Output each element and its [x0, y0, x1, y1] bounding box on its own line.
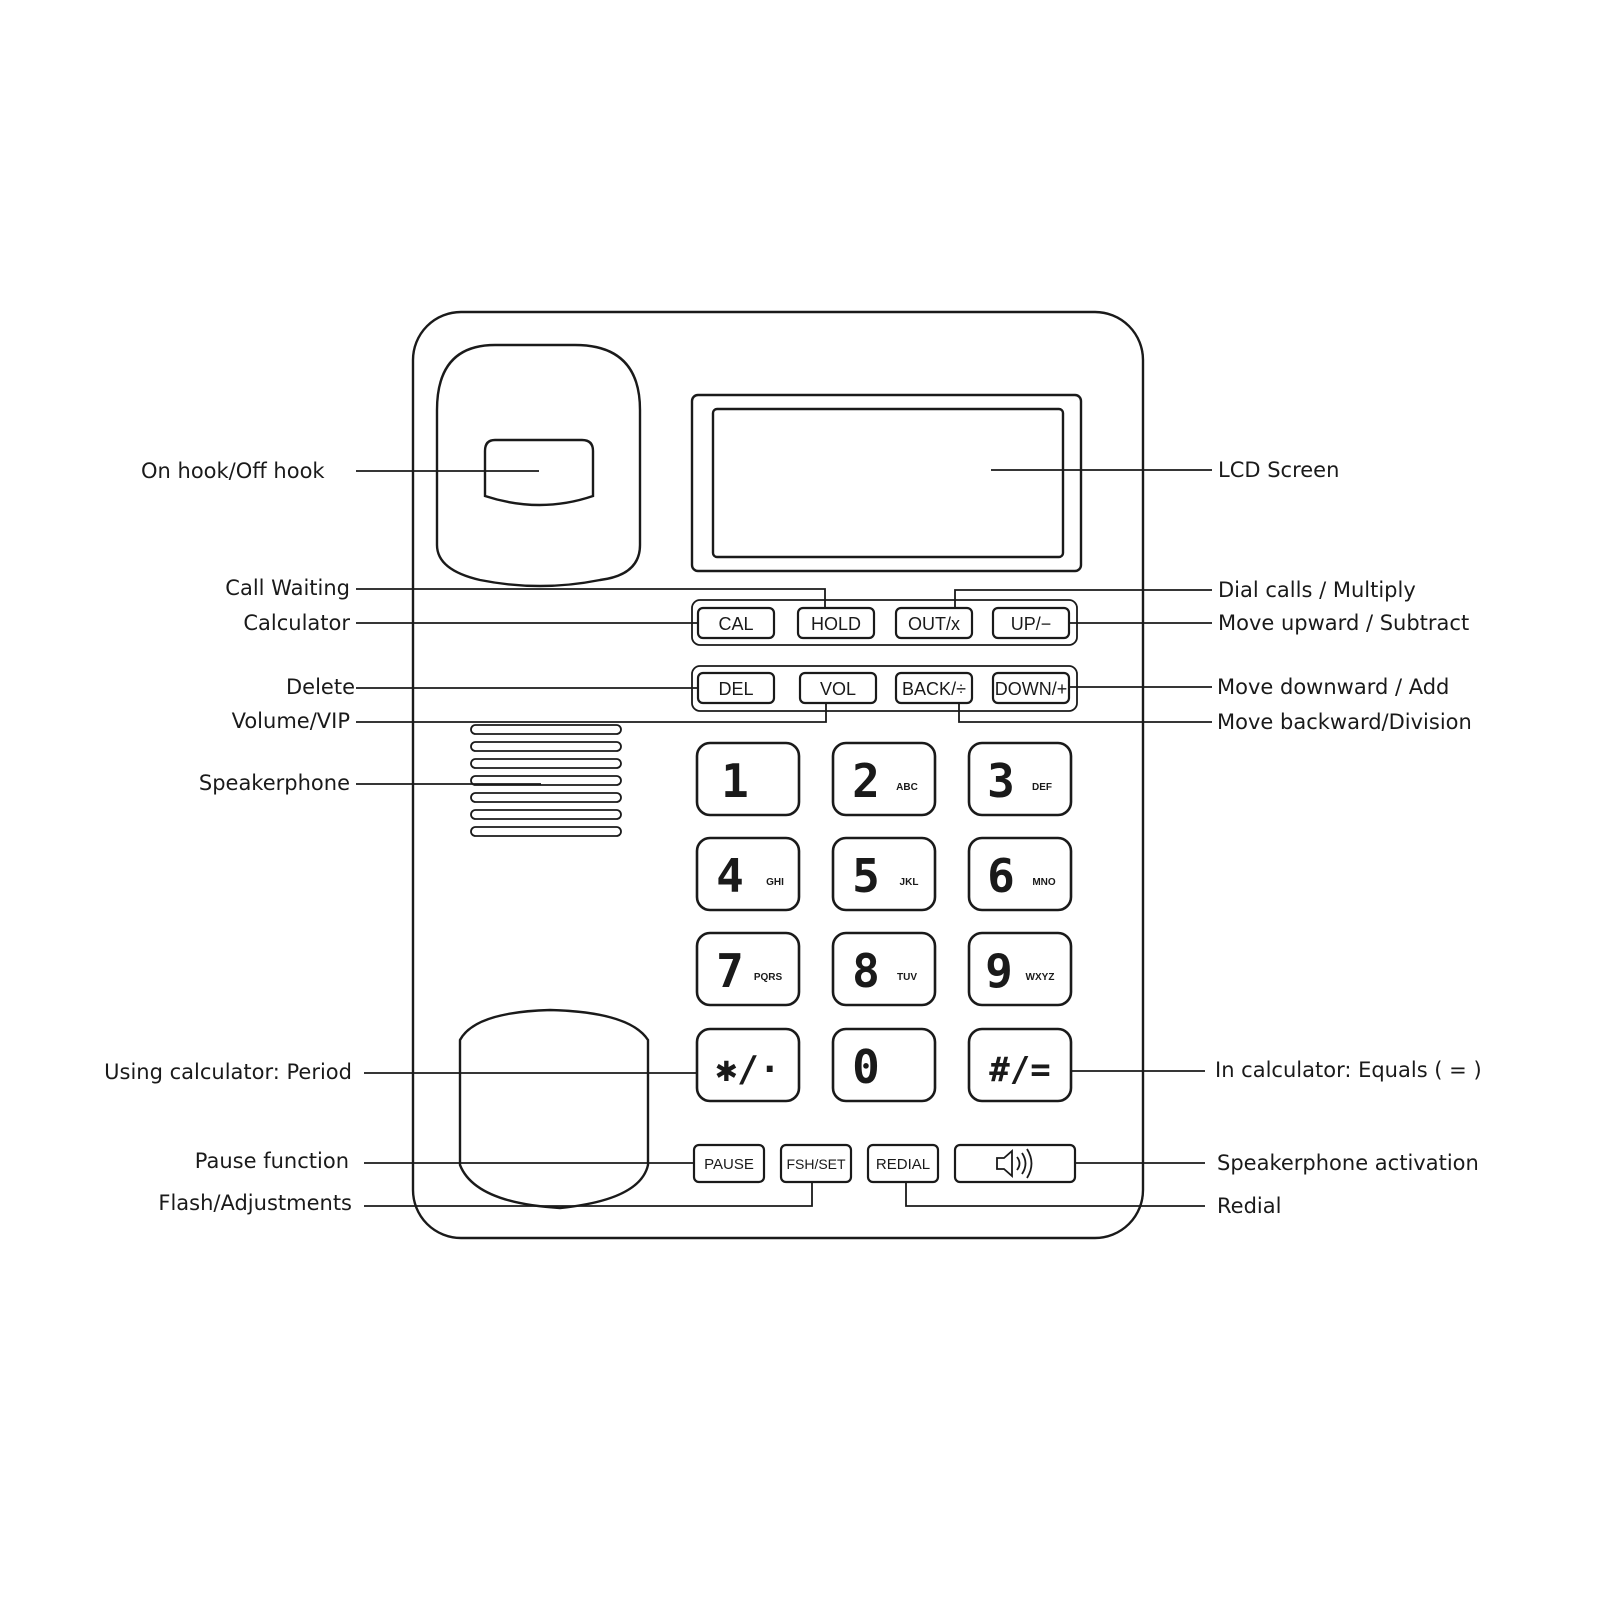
cal-button[interactable]: CAL: [696, 606, 776, 640]
callout-delete: Delete: [286, 675, 355, 699]
out-multiply-button[interactable]: OUT/x: [894, 606, 974, 640]
key-9-digit: 9: [985, 944, 1013, 998]
del-button-label: DEL: [718, 679, 753, 699]
key-7-letters: PQRS: [754, 972, 783, 983]
vol-button-label: VOL: [820, 679, 856, 699]
key-3-letters: DEF: [1032, 782, 1052, 793]
key-8-digit: 8: [852, 944, 880, 998]
up-subtract-button[interactable]: UP/−: [991, 606, 1071, 640]
key-2-digit: 2: [852, 754, 880, 808]
del-button[interactable]: DEL: [696, 671, 776, 705]
lcd-frame: [690, 393, 1083, 573]
cal-button-label: CAL: [718, 614, 753, 634]
callout-hook: On hook/Off hook: [141, 459, 325, 483]
key-2-letters: ABC: [896, 782, 918, 793]
hook-switch[interactable]: [483, 438, 595, 507]
callout-pause: Pause function: [195, 1149, 349, 1173]
key-6[interactable]: 6 MNO: [967, 836, 1073, 912]
callout-period: Using calculator: Period: [104, 1060, 352, 1084]
key-8-letters: TUV: [897, 972, 917, 983]
key-4-letters: GHI: [766, 877, 784, 888]
callout-calculator: Calculator: [243, 611, 350, 635]
callout-redial: Redial: [1217, 1194, 1281, 1218]
key-5-letters: JKL: [900, 877, 919, 888]
key-9[interactable]: 9 WXYZ: [967, 931, 1073, 1007]
lcd-screen: [711, 407, 1065, 559]
callout-lcd: LCD Screen: [1218, 458, 1339, 482]
redial-button-label: REDIAL: [876, 1156, 930, 1173]
back-division-button-label: BACK/÷: [902, 679, 966, 699]
speaker-volume-icon: [996, 1148, 1033, 1179]
key-hash-equals[interactable]: #/=: [967, 1027, 1073, 1103]
vol-button[interactable]: VOL: [798, 671, 878, 705]
key-7-digit: 7: [716, 944, 744, 998]
up-subtract-button-label: UP/−: [1011, 614, 1052, 634]
key-8[interactable]: 8 TUV: [831, 931, 937, 1007]
key-5-digit: 5: [852, 849, 880, 903]
key-0-digit: 0: [852, 1040, 880, 1094]
key-3-digit: 3: [987, 754, 1015, 808]
pause-button-label: PAUSE: [704, 1156, 754, 1173]
handset-cradle-bottom: [458, 1008, 650, 1210]
pause-button[interactable]: PAUSE: [692, 1143, 766, 1184]
key-3[interactable]: 3 DEF: [967, 741, 1073, 817]
down-add-button-label: DOWN/+: [995, 679, 1068, 699]
key-1[interactable]: 1: [695, 741, 801, 817]
key-1-digit: 1: [721, 754, 749, 808]
hold-button[interactable]: HOLD: [796, 606, 876, 640]
key-9-letters: WXYZ: [1026, 972, 1055, 983]
key-4-digit: 4: [716, 849, 744, 903]
hold-button-label: HOLD: [811, 614, 861, 634]
callout-equals: In calculator: Equals ( = ): [1215, 1058, 1482, 1082]
key-0[interactable]: 0: [831, 1027, 937, 1103]
callout-speakerphone: Speakerphone: [199, 771, 350, 795]
key-6-letters: MNO: [1032, 877, 1056, 888]
redial-button[interactable]: REDIAL: [866, 1143, 940, 1184]
key-4[interactable]: 4 GHI: [695, 836, 801, 912]
key-2[interactable]: 2 ABC: [831, 741, 937, 817]
speakerphone-button[interactable]: [953, 1143, 1077, 1184]
back-division-button[interactable]: BACK/÷: [894, 671, 974, 705]
phone-body: [411, 310, 1145, 1240]
handset-cradle-top: [435, 343, 642, 588]
callout-down-add: Move downward / Add: [1217, 675, 1449, 699]
callout-volume-vip: Volume/VIP: [232, 709, 350, 733]
key-7[interactable]: 7 PQRS: [695, 931, 801, 1007]
fsh-set-button-label: FSH/SET: [786, 1156, 846, 1172]
callout-call-waiting: Call Waiting: [225, 576, 350, 600]
callout-back-division: Move backward/Division: [1217, 710, 1472, 734]
key-hash-equals-label: #/=: [989, 1050, 1050, 1090]
fsh-set-button[interactable]: FSH/SET: [779, 1143, 853, 1184]
callout-dial-multiply: Dial calls / Multiply: [1218, 578, 1416, 602]
down-add-button[interactable]: DOWN/+: [991, 671, 1071, 705]
key-5[interactable]: 5 JKL: [831, 836, 937, 912]
out-multiply-button-label: OUT/x: [908, 614, 960, 634]
callout-speaker-activation: Speakerphone activation: [1217, 1151, 1479, 1175]
key-6-digit: 6: [987, 849, 1015, 903]
speaker-grille: [470, 724, 622, 837]
key-star-period-label: ✱/·: [715, 1049, 780, 1090]
callout-up-subtract: Move upward / Subtract: [1218, 611, 1469, 635]
key-star-period[interactable]: ✱/·: [695, 1027, 801, 1103]
callout-flash: Flash/Adjustments: [158, 1191, 352, 1215]
